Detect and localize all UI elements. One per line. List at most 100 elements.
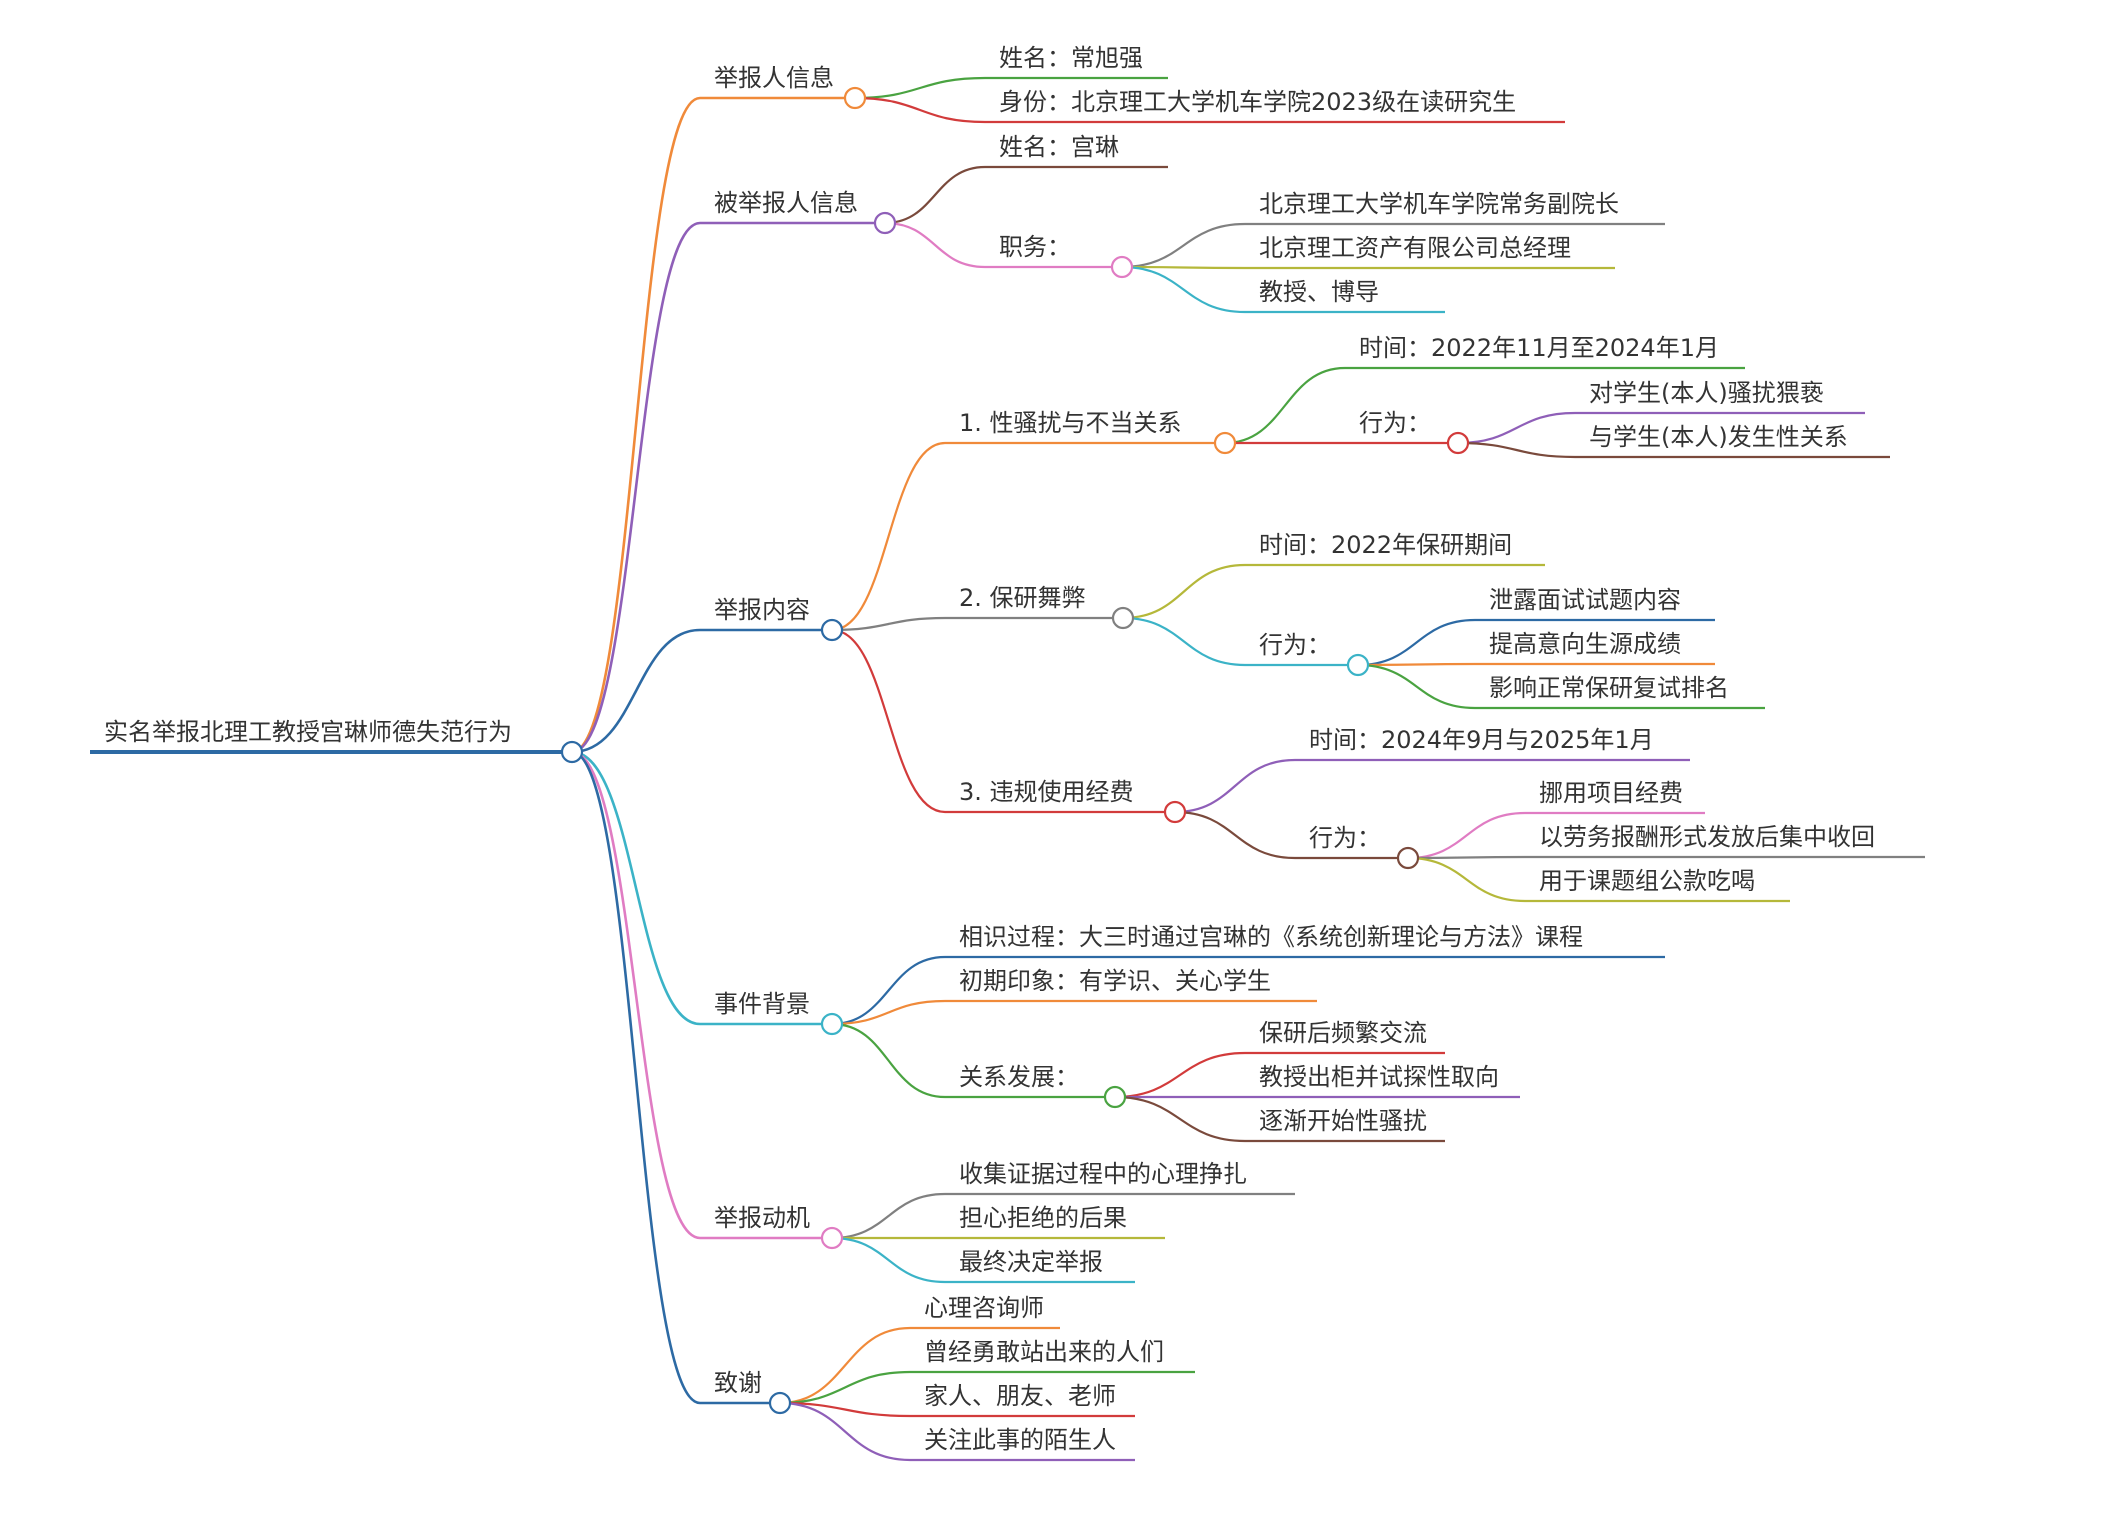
branch-connector [884,221,986,269]
subtopic-label[interactable]: 职务： [999,233,1071,261]
collapse-toggle-icon[interactable] [820,618,844,642]
branch-connector [571,750,701,1240]
subtopic-label[interactable]: 以劳务报酬形式发放后集中收回 [1539,823,1875,851]
main-topic-label[interactable]: 举报动机 [714,1204,810,1232]
subtopic-label[interactable]: 对学生(本人)骚扰猥亵 [1589,379,1824,407]
branch-connector [779,1370,911,1405]
branch-connector [779,1326,911,1405]
collapse-toggle-icon[interactable] [873,211,897,235]
subtopic-label[interactable]: 初期印象：有学识、关心学生 [959,967,1271,995]
subtopic-label[interactable]: 1. 性骚扰与不当关系 [959,409,1182,437]
collapse-toggle-icon[interactable] [820,1012,844,1036]
subtopic-label[interactable]: 收集证据过程中的心理挣扎 [959,1160,1247,1188]
branch-connector [1121,265,1246,314]
collapse-toggle-icon[interactable] [1110,255,1134,279]
subtopic-label[interactable]: 身份：北京理工大学机车学院2023级在读研究生 [999,88,1516,116]
collapse-toggle-icon[interactable] [820,1226,844,1250]
collapse-toggle-icon[interactable] [1163,800,1187,824]
root-topic-label[interactable]: 实名举报北理工教授宫琳师德失范行为 [104,718,512,746]
subtopic-label[interactable]: 时间：2022年11月至2024年1月 [1359,334,1719,362]
branch-connector [831,999,946,1026]
collapse-toggle-icon[interactable] [1111,606,1135,630]
main-topic-label[interactable]: 事件背景 [714,990,810,1018]
branch-connector [1224,366,1346,445]
branch-connector [571,628,701,754]
collapse-toggle-icon[interactable] [1213,431,1237,455]
subtopic-label[interactable]: 时间：2024年9月与2025年1月 [1309,726,1654,754]
subtopic-label[interactable]: 行为： [1259,631,1331,659]
collapse-toggle-icon[interactable] [1446,431,1470,455]
branch-connector [1122,563,1246,620]
subtopic-label[interactable]: 2. 保研舞弊 [959,584,1086,612]
branch-connector [854,76,986,100]
branch-connector [571,96,701,754]
collapse-toggle-icon[interactable] [843,86,867,110]
branch-connector [1457,411,1576,445]
main-topic-label[interactable]: 被举报人信息 [714,189,858,217]
branch-connector [1122,616,1246,667]
branch-connector [854,96,986,124]
branch-connector [1357,662,1476,667]
subtopic-label[interactable]: 与学生(本人)发生性关系 [1589,423,1848,451]
branch-connector [571,750,701,1026]
branch-connector [831,1022,946,1099]
branch-connector [1121,222,1246,269]
main-topic-label[interactable]: 举报内容 [714,596,810,624]
branch-connector [1121,265,1246,270]
subtopic-label[interactable]: 提高意向生源成绩 [1489,630,1681,658]
subtopic-label[interactable]: 姓名：常旭强 [999,44,1143,72]
subtopic-label[interactable]: 姓名：宫琳 [999,133,1119,161]
branch-connector [1457,441,1576,459]
subtopic-label[interactable]: 行为： [1309,824,1381,852]
subtopic-label[interactable]: 泄露面试试题内容 [1489,586,1681,614]
underline-layer [90,76,1925,1462]
branch-connector [1357,618,1476,667]
branch-connector [779,1401,911,1418]
connector-layer [571,76,1576,1462]
branch-connector [571,750,701,1405]
branch-connector [1407,856,1526,903]
subtopic-label[interactable]: 行为： [1359,409,1431,437]
collapse-toggle-icon[interactable] [1103,1085,1127,1109]
collapse-toggle-icon[interactable] [1396,846,1420,870]
main-topic-label[interactable]: 举报人信息 [714,64,834,92]
subtopic-label[interactable]: 北京理工大学机车学院常务副院长 [1259,190,1619,218]
branch-connector [831,1236,946,1284]
branch-connector [779,1401,911,1462]
collapse-toggle-icon[interactable] [560,740,584,764]
subtopic-label[interactable]: 教授出柜并试探性取向 [1259,1063,1499,1091]
main-topic-label[interactable]: 致谢 [714,1369,762,1397]
subtopic-label[interactable]: 教授、博导 [1259,278,1379,306]
branch-connector [1174,810,1296,860]
collapse-toggle-icon[interactable] [768,1391,792,1415]
subtopic-label[interactable]: 北京理工资产有限公司总经理 [1259,234,1571,262]
branch-connector [831,628,946,814]
branch-connector [831,616,946,632]
subtopic-label[interactable]: 最终决定举报 [959,1248,1103,1276]
subtopic-label[interactable]: 心理咨询师 [924,1294,1044,1322]
branch-connector [1407,811,1526,860]
subtopic-label[interactable]: 时间：2022年保研期间 [1259,531,1512,559]
branch-connector [831,441,946,632]
subtopic-label[interactable]: 曾经勇敢站出来的人们 [924,1338,1164,1366]
branch-connector [831,955,946,1026]
branch-connector [1114,1095,1246,1143]
label-layer: 实名举报北理工教授宫琳师德失范行为 举报人信息 姓名：常旭强身份：北京理工大学机车学… [104,44,1875,1454]
subtopic-label[interactable]: 关注此事的陌生人 [924,1426,1116,1454]
branch-connector [1407,855,1526,860]
collapse-toggle-icon[interactable] [1346,653,1370,677]
branch-connector [571,221,701,754]
subtopic-label[interactable]: 相识过程：大三时通过宫琳的《系统创新理论与方法》课程 [959,923,1583,951]
subtopic-label[interactable]: 保研后频繁交流 [1259,1019,1427,1047]
subtopic-label[interactable]: 逐渐开始性骚扰 [1259,1107,1427,1135]
subtopic-label[interactable]: 影响正常保研复试排名 [1489,674,1729,702]
branch-connector [831,1192,946,1240]
subtopic-label[interactable]: 关系发展： [959,1063,1079,1091]
subtopic-label[interactable]: 挪用项目经费 [1539,779,1683,807]
subtopic-label[interactable]: 用于课题组公款吃喝 [1539,867,1755,895]
subtopic-label[interactable]: 家人、朋友、老师 [924,1382,1116,1410]
subtopic-label[interactable]: 担心拒绝的后果 [959,1204,1127,1232]
subtopic-label[interactable]: 3. 违规使用经费 [959,778,1134,806]
